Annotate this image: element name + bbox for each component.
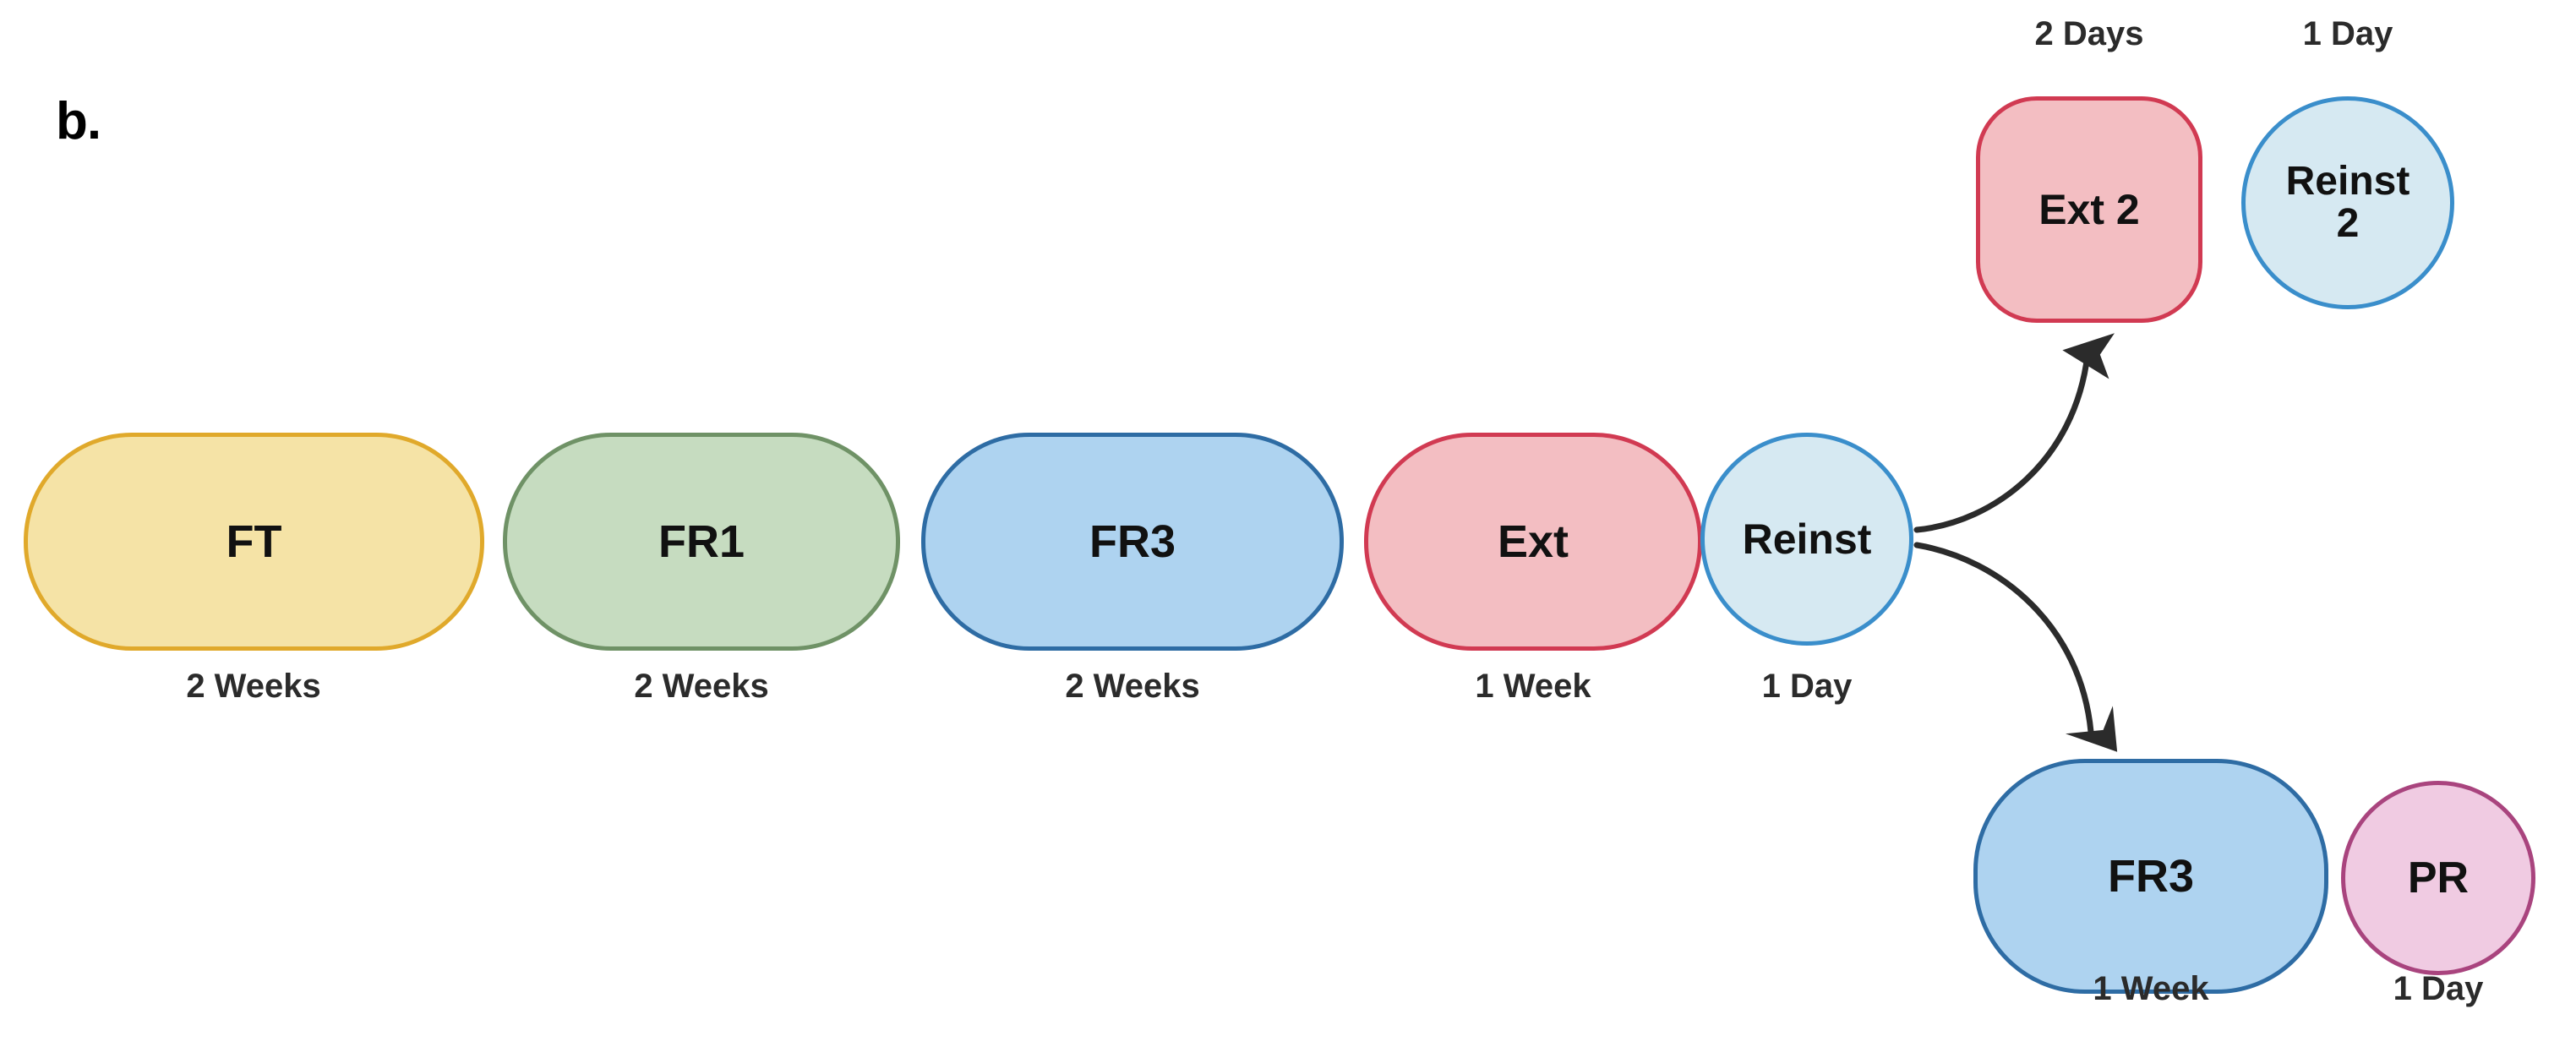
duration-pr: 1 Day [2393, 970, 2484, 1007]
node-reinst-label: Reinst [1742, 515, 1872, 563]
node-ext2[interactable]: Ext 2 [1976, 96, 2202, 323]
node-fr3-label: FR3 [1089, 515, 1176, 567]
duration-fr1: 2 Weeks [634, 668, 769, 705]
duration-ft: 2 Weeks [186, 668, 321, 705]
node-fr1-label: FR1 [658, 515, 745, 567]
duration-reinst: 1 Day [1761, 668, 1853, 705]
node-ft[interactable]: FT [24, 433, 484, 651]
panel-label-b: b. [56, 92, 101, 150]
node-reinst[interactable]: Reinst [1700, 433, 1913, 646]
node-pr-label: PR [2407, 853, 2470, 902]
node-ext-label: Ext [1497, 515, 1569, 567]
duration-fr3: 2 Weeks [1065, 668, 1200, 705]
node-fr3-branch-label: FR3 [2107, 850, 2194, 902]
node-fr1[interactable]: FR1 [503, 433, 900, 651]
node-reinst2[interactable]: Reinst 2 [2241, 96, 2454, 309]
node-ft-label: FT [226, 515, 282, 567]
duration-ext2: 2 Days [2034, 15, 2144, 52]
duration-fr3-branch: 1 Week [2093, 970, 2209, 1007]
node-ext[interactable]: Ext [1364, 433, 1702, 651]
duration-reinst2: 1 Day [2302, 15, 2393, 52]
duration-ext: 1 Week [1475, 668, 1591, 705]
edge-reinst-to-fr3b [1913, 542, 2118, 752]
node-pr[interactable]: PR [2341, 781, 2535, 975]
node-reinst2-label: Reinst 2 [2285, 158, 2410, 246]
node-fr3[interactable]: FR3 [921, 433, 1344, 651]
node-ext2-label: Ext 2 [2038, 185, 2140, 233]
node-fr3-branch[interactable]: FR3 [1973, 759, 2328, 994]
edge-reinst-to-ext2 [1913, 333, 2115, 533]
